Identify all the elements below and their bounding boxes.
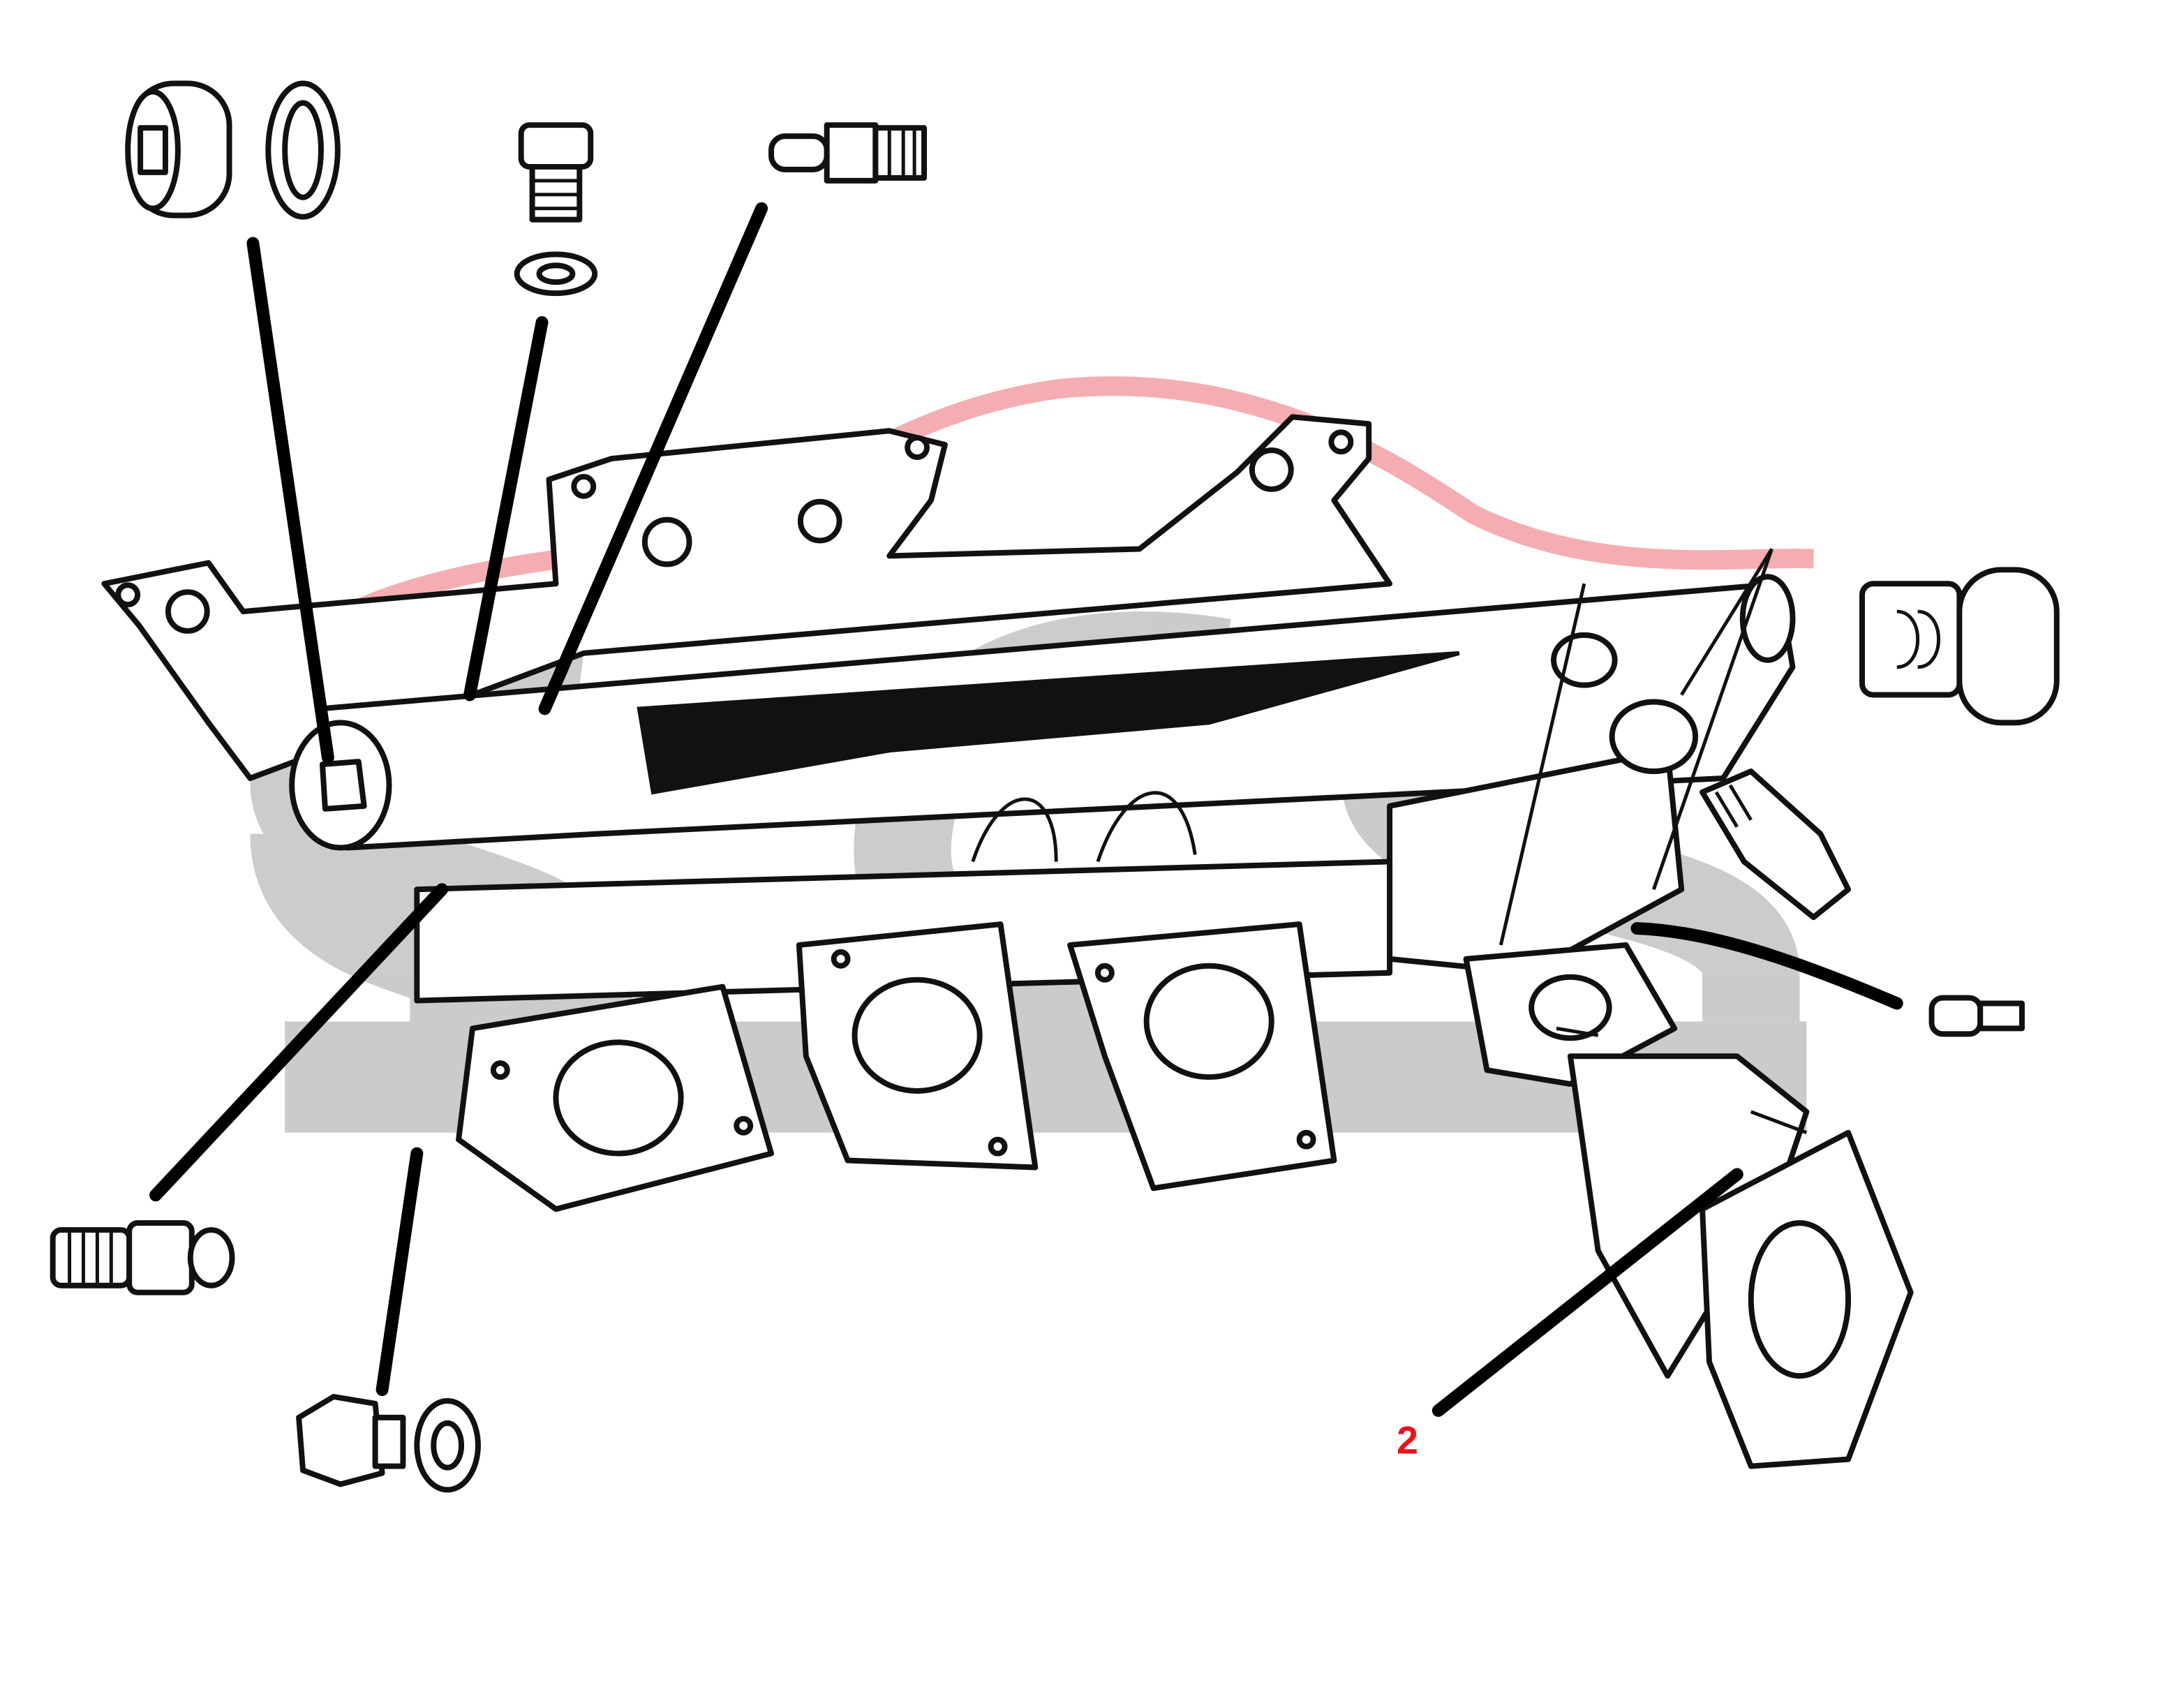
leader-lines (149, 202, 1903, 1417)
elbow-assembly (1463, 942, 1914, 1469)
washer-top (514, 251, 598, 297)
manifold-flanges (456, 921, 1337, 1212)
callout-label-2: 2 (1397, 1419, 1418, 1462)
watermark-swoosh (233, 376, 1814, 732)
loose-parts (50, 80, 2060, 1493)
washer-lower (414, 1397, 481, 1493)
nipple-top (768, 122, 928, 184)
flange-3 (1067, 921, 1337, 1191)
nipple-lower (50, 1220, 235, 1295)
flange-2 (796, 921, 1039, 1171)
small-screw (1928, 995, 2025, 1037)
hex-bolt-lower (296, 1394, 406, 1487)
manifold-body (289, 574, 1796, 1004)
flange-1 (456, 983, 775, 1212)
thermostat-housing (1859, 567, 2060, 726)
temperature-sender (1700, 768, 1852, 921)
sealing-ring (265, 80, 341, 220)
drain-bolt (518, 122, 594, 223)
hex-plug (125, 80, 232, 218)
